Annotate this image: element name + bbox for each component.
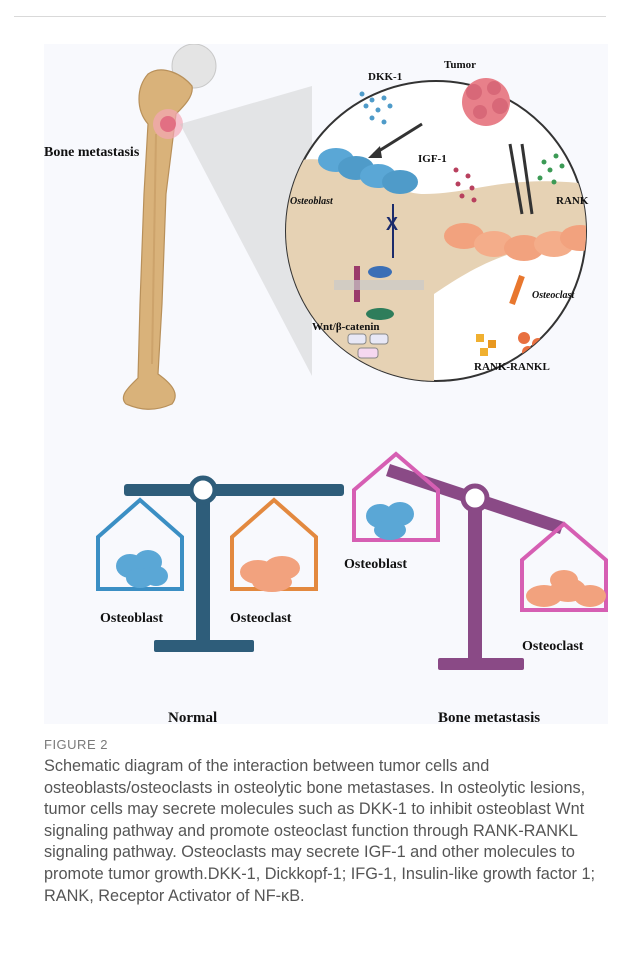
wnt-pathway-label: Wnt/β-catenin [312, 321, 380, 333]
rank-label: RANK [556, 195, 589, 207]
metastasis-osteoblast-cells [366, 502, 414, 540]
bone-metastasis-label: Bone metastasis [44, 145, 140, 160]
normal-osteoblast-label: Osteoblast [100, 611, 163, 626]
metastasis-osteoblast-label: Osteoblast [344, 557, 407, 572]
metastasis-caption: Bone metastasis [438, 710, 540, 724]
normal-osteoclast-cells [240, 556, 300, 592]
inhibition-x-icon: X [386, 214, 398, 234]
rank-rankl-label: RANK-RANKL [474, 361, 550, 373]
metastasis-osteoclast-label: Osteoclast [522, 639, 584, 654]
tumor-icon [462, 78, 510, 126]
femur-bone [123, 44, 216, 409]
zoom-circle: X [284, 81, 600, 384]
figure-caption: Schematic diagram of the interaction bet… [44, 756, 602, 907]
figure-label: FIGURE 2 [44, 737, 108, 752]
normal-osteoblast-cells [116, 550, 168, 588]
metastasis-osteoclast-cells [526, 570, 606, 607]
normal-osteoclast-label: Osteoclast [230, 611, 292, 626]
igf1-label: IGF-1 [418, 153, 447, 165]
dkk1-label: DKK-1 [368, 71, 402, 83]
normal-caption: Normal [168, 710, 217, 724]
tumor-label: Tumor [444, 59, 476, 71]
figure-panel: Bone metastasis [44, 44, 608, 724]
osteoclast-zoom-label: Osteoclast [532, 290, 575, 301]
tumor-site-icon [153, 109, 183, 139]
osteoblast-zoom-label: Osteoblast [290, 196, 334, 207]
